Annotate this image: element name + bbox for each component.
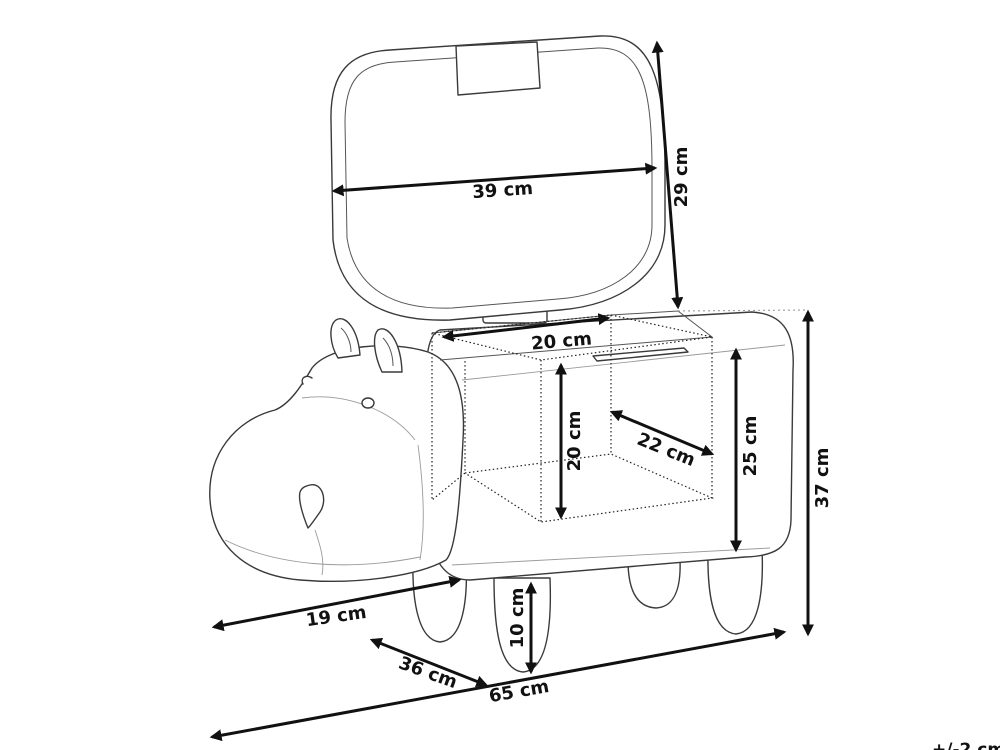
storage-height-label: 20 cm [564,411,585,472]
hippo-body [209,297,794,582]
seat-height-label: 25 cm [740,416,761,477]
leg-height-label: 10 cm [507,588,528,649]
left-ear [330,318,361,359]
storage-width-arrow [441,313,611,342]
seat-pull-handle [592,347,689,362]
dimension-arrows [209,40,814,742]
total-depth-label: 36 cm [396,653,460,694]
total-height-label: 37 cm [812,448,833,509]
lid-height-arrow [651,40,684,310]
front-right-leg [707,547,764,635]
lid-height-label: 29 cm [671,147,692,208]
total-length-label: 65 cm [487,676,550,707]
lid-inner [344,47,653,309]
lid-handle-tag [455,41,541,96]
right-ear [373,328,403,373]
back-right-leg [627,559,681,609]
tolerance-note: +/-2 cm [932,740,1000,750]
total-length-arrow [209,627,787,742]
lid-width-arrow [331,162,658,197]
storage-depth-arrow [609,410,715,456]
hippo-eye [361,397,375,409]
hippo-head [209,345,465,582]
body-shape [425,311,794,581]
lid-width-label: 39 cm [472,178,534,203]
head-length-arrow [211,575,462,632]
hippo-nostril [298,484,325,529]
